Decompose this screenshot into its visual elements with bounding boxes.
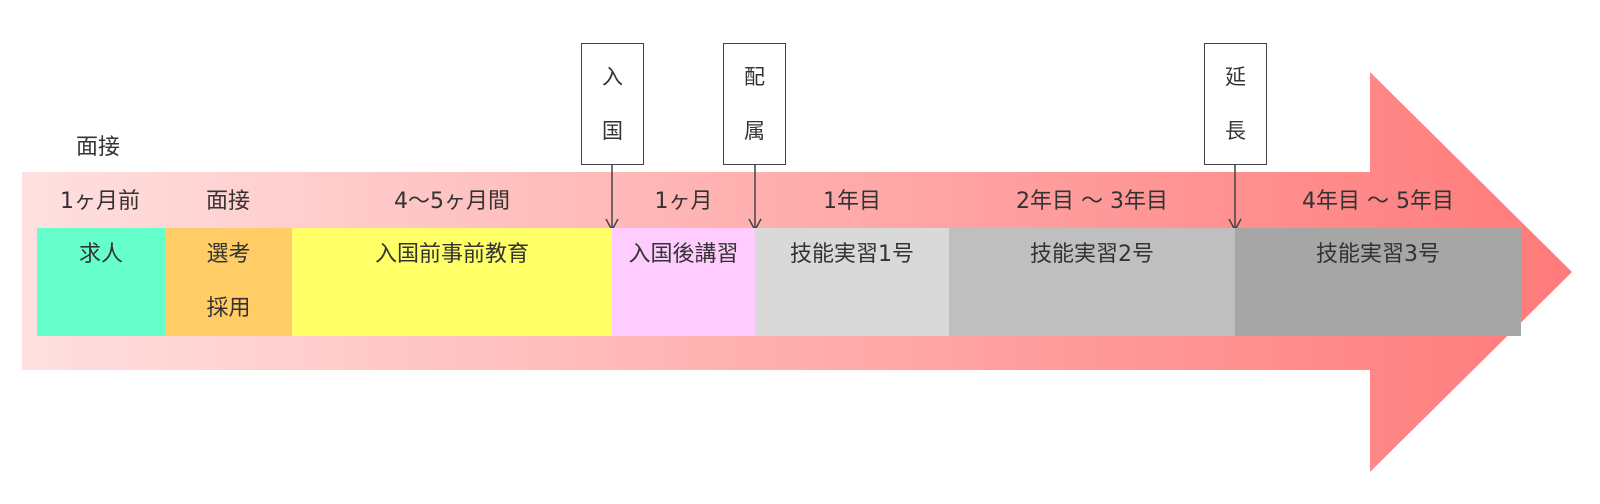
period-label-5: 2年目 ～ 3年目 — [1016, 189, 1168, 214]
stage-recruitment: 求人 — [37, 228, 165, 336]
stage-label: 採用 — [206, 296, 251, 321]
marker-char: 入 — [602, 65, 623, 89]
period-label-3: 1ヶ月 — [654, 189, 713, 214]
stage-label: 選考 — [206, 242, 251, 267]
stage-label: 入国前事前教育 — [374, 242, 529, 267]
period-label-2: 4～5ヶ月間 — [394, 189, 510, 214]
stage-label: 求人 — [78, 242, 123, 267]
marker-char: 延 — [1225, 65, 1246, 89]
marker-char: 国 — [602, 119, 623, 143]
marker-extension: 延 長 — [1204, 43, 1267, 165]
stage-selection: 選考 採用 — [165, 228, 292, 336]
stage-label: 技能実習3号 — [1316, 242, 1440, 267]
marker-entry: 入 国 — [581, 43, 644, 165]
top-label: 面接 — [76, 135, 121, 160]
marker-char: 属 — [744, 119, 765, 143]
period-label-1: 面接 — [205, 189, 250, 214]
stage-label: 入国後講習 — [628, 242, 739, 267]
stage-training-1: 技能実習1号 — [755, 228, 949, 336]
stage-post-entry-training: 入国後講習 — [612, 228, 755, 336]
stage-pre-entry-education: 入国前事前教育 — [292, 228, 612, 336]
stage-training-3: 技能実習3号 — [1235, 228, 1521, 336]
stage-label: 技能実習1号 — [790, 242, 914, 267]
period-label-6: 4年目 ～ 5年目 — [1302, 189, 1454, 214]
period-label-4: 1年目 — [823, 189, 881, 214]
marker-char: 長 — [1225, 119, 1246, 143]
stage-label: 技能実習2号 — [1030, 242, 1154, 267]
period-label-0: 1ヶ月前 — [60, 189, 140, 214]
marker-char: 配 — [744, 65, 765, 89]
marker-assignment: 配 属 — [723, 43, 786, 165]
stage-training-2: 技能実習2号 — [949, 228, 1235, 336]
